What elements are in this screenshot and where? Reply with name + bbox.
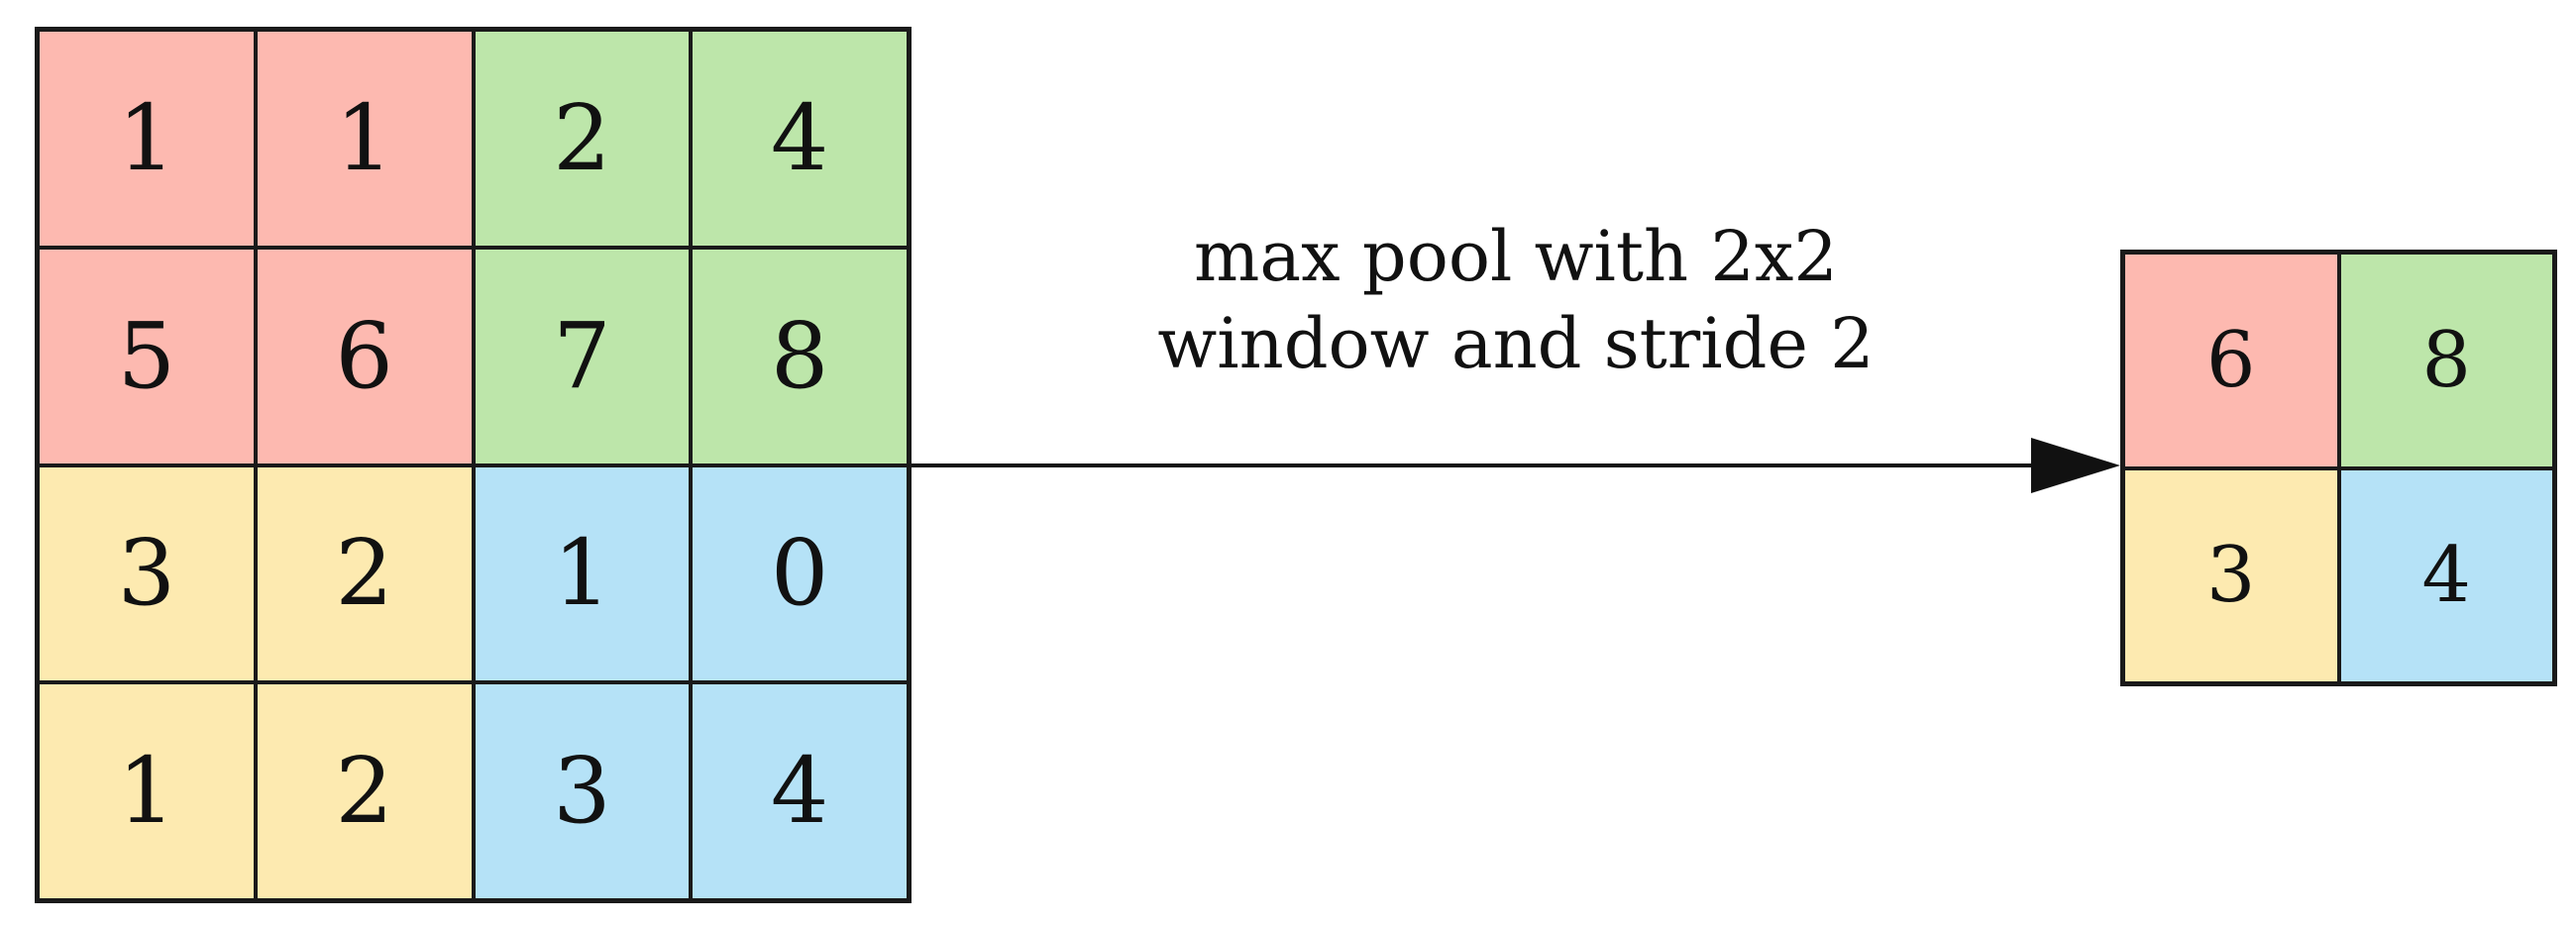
input-cell-r2c1: 5 <box>38 247 256 465</box>
input-cell-r4c4: 4 <box>691 682 909 900</box>
input-cell-r3c1: 3 <box>38 464 256 683</box>
input-cell-r4c2: 2 <box>255 682 474 900</box>
output-cell-r1c1: 6 <box>2123 253 2339 468</box>
input-cell-r3c4: 0 <box>691 464 909 683</box>
input-cell-r2c2: 6 <box>255 247 474 465</box>
caption-line-2: window and stride 2 <box>1157 303 1875 384</box>
input-cell-r4c3: 3 <box>473 682 692 900</box>
operation-caption: max pool with 2x2 window and stride 2 <box>991 213 2041 387</box>
input-cell-r2c3: 7 <box>473 247 692 465</box>
output-cell-r2c1: 3 <box>2123 467 2339 683</box>
input-cell-r1c2: 1 <box>255 30 474 248</box>
caption-line-1: max pool with 2x2 <box>1194 216 1838 297</box>
output-cell-r2c2: 4 <box>2338 467 2554 683</box>
output-cell-r1c2: 8 <box>2338 253 2554 468</box>
input-cell-r1c3: 2 <box>473 30 692 248</box>
input-cell-r3c3: 1 <box>473 464 692 683</box>
input-cell-r2c4: 8 <box>691 247 909 465</box>
input-cell-r4c1: 1 <box>38 682 256 900</box>
input-cell-r1c1: 1 <box>38 30 256 248</box>
input-cell-r3c2: 2 <box>255 464 474 683</box>
input-cell-r1c4: 4 <box>691 30 909 248</box>
arrow-head <box>2031 438 2120 493</box>
